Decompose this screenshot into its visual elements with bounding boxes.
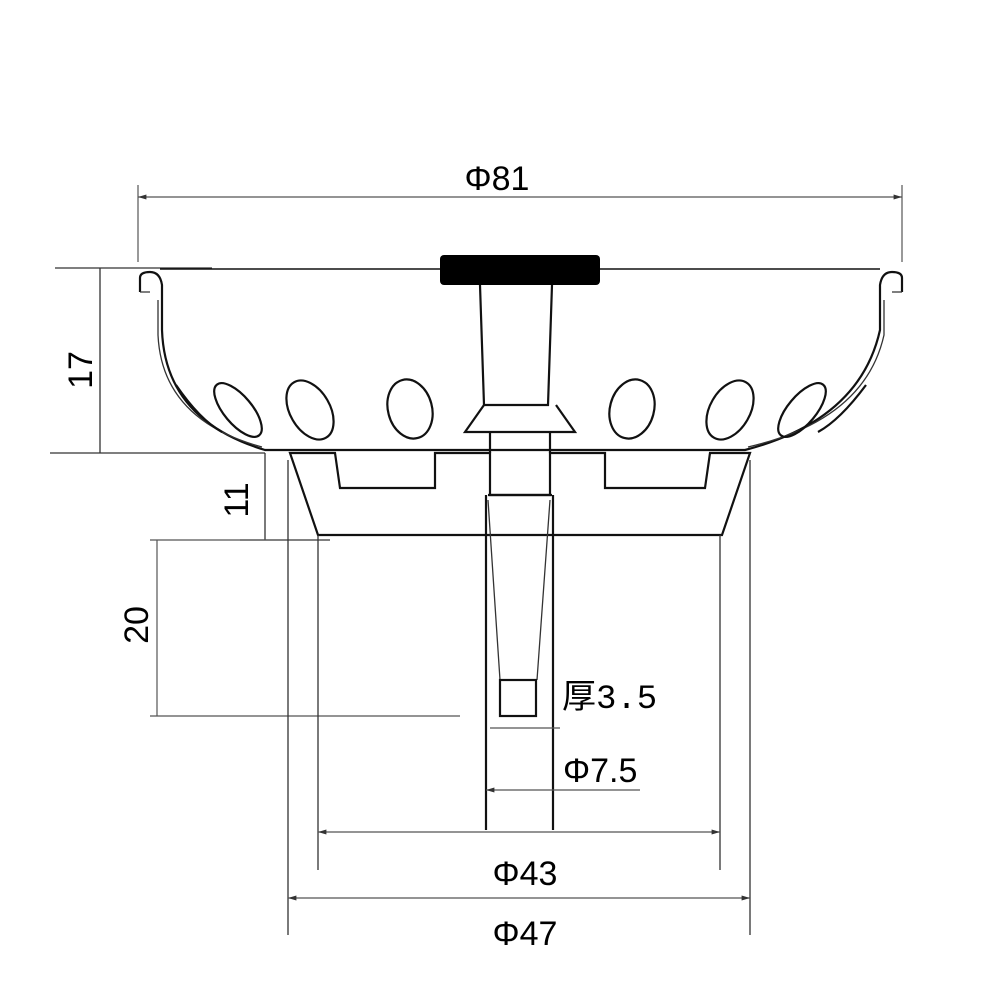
dimension-inner-diameter: Φ43 xyxy=(318,829,720,893)
dimension-gasket-height: 11 xyxy=(218,453,330,541)
dimension-basket-height: 17 xyxy=(50,267,265,454)
outer-diameter-label: Φ47 xyxy=(493,915,558,953)
drain-holes xyxy=(213,378,827,441)
stem-diameter-label: Φ7.5 xyxy=(563,752,637,790)
stem-length-label: 20 xyxy=(118,606,156,644)
basket-height-label: 17 xyxy=(62,351,100,389)
knob-and-stem xyxy=(440,255,600,453)
dimension-pin-thickness: 厚3.5 xyxy=(490,680,657,729)
knob xyxy=(440,255,600,285)
dimension-stem-diameter: Φ7.5 xyxy=(486,752,640,793)
overall-diameter-label: Φ81 xyxy=(465,160,530,198)
rubber-gasket xyxy=(288,451,752,537)
dimension-overall-diameter: Φ81 xyxy=(137,160,903,262)
dimension-outer-diameter: Φ47 xyxy=(288,895,750,953)
dimension-stem-length: 20 xyxy=(118,539,460,717)
strainer-basket xyxy=(138,268,904,452)
drain-shaft xyxy=(484,495,555,830)
extension-lines xyxy=(287,460,751,935)
pin-thickness-label: 厚3.5 xyxy=(562,680,657,719)
inner-diameter-label: Φ43 xyxy=(493,855,558,893)
gasket-height-label: 11 xyxy=(218,482,256,517)
